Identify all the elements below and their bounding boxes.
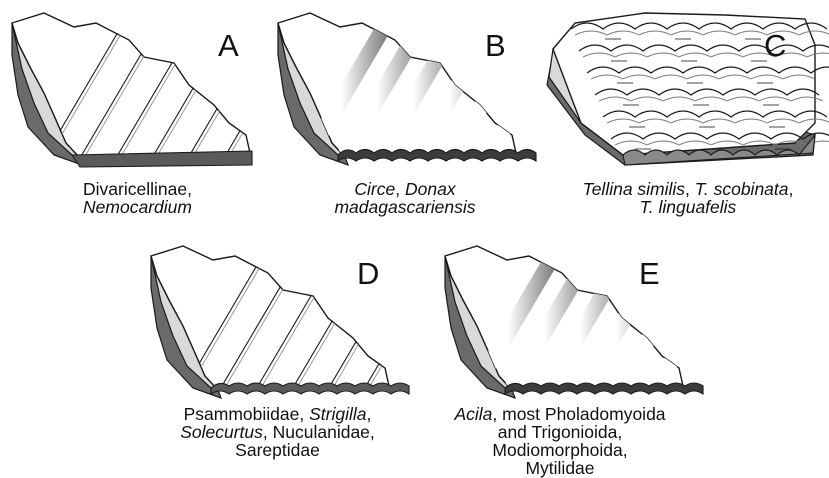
caption-text: and Trigonioida, bbox=[498, 422, 623, 442]
caption-line: Nemocardium bbox=[0, 198, 275, 216]
caption-line: Tellina similis, T. scobinata, bbox=[548, 180, 828, 198]
caption-line: and Trigonioida, bbox=[415, 423, 705, 441]
shell-margin-edge bbox=[505, 383, 703, 394]
caption-line: Circe, Donax bbox=[270, 180, 540, 198]
caption-line: Acila, most Pholadomyoida bbox=[415, 405, 705, 423]
caption-text: Psammobiidae, bbox=[184, 404, 309, 424]
panel-c-caption: Tellina similis, T. scobinata,T. linguaf… bbox=[548, 180, 828, 216]
caption-line: Sareptidae bbox=[140, 441, 415, 459]
taxon-name-italic: T. linguafelis bbox=[640, 197, 737, 217]
taxon-name-italic: Donax bbox=[405, 179, 456, 199]
panel-b-letter: B bbox=[485, 30, 506, 61]
caption-line: madagascariensis bbox=[270, 198, 540, 216]
panel-e-letter: E bbox=[639, 258, 660, 289]
panel-d-caption: Psammobiidae, Strigilla,Solecurtus, Nucu… bbox=[140, 405, 415, 459]
taxon-name-italic: Solecurtus bbox=[180, 422, 263, 442]
caption-text: , bbox=[395, 179, 405, 199]
taxon-name-italic: Circe bbox=[354, 179, 395, 199]
taxon-name-italic: Acila bbox=[454, 404, 492, 424]
shell-margin-edge bbox=[211, 383, 409, 394]
taxon-name-italic: Strigilla bbox=[309, 404, 366, 424]
caption-line: Psammobiidae, Strigilla, bbox=[140, 405, 415, 423]
caption-text: Sareptidae bbox=[235, 440, 320, 460]
panel-d-letter: D bbox=[357, 258, 379, 289]
caption-text: Mytilidae bbox=[525, 458, 594, 478]
rib-groove bbox=[671, 238, 789, 408]
caption-text: , Nuculanidae, bbox=[263, 422, 375, 442]
caption-line: Mytilidae bbox=[415, 459, 705, 477]
taxon-name-italic: madagascariensis bbox=[334, 197, 475, 217]
taxon-name-italic: T. scobinata bbox=[695, 179, 789, 199]
panel-c-letter: C bbox=[764, 30, 786, 61]
panel-e-sketch bbox=[437, 238, 707, 408]
caption-text: , bbox=[789, 179, 794, 199]
caption-line: Divaricellinae, bbox=[0, 180, 275, 198]
taxon-name-italic: Tellina similis bbox=[583, 179, 685, 199]
caption-text: , most Pholadomyoida bbox=[492, 404, 665, 424]
caption-text: , bbox=[367, 404, 372, 424]
caption-line: Solecurtus, Nuculanidae, bbox=[140, 423, 415, 441]
caption-text: , bbox=[685, 179, 695, 199]
panel-a-letter: A bbox=[218, 30, 239, 61]
taxon-name-italic: Nemocardium bbox=[83, 197, 192, 217]
caption-line: T. linguafelis bbox=[548, 198, 828, 216]
panel-a-caption: Divaricellinae,Nemocardium bbox=[0, 180, 275, 216]
shell-margin-edge bbox=[338, 150, 536, 162]
caption-line: Modiomorphoida, bbox=[415, 441, 705, 459]
caption-text: Modiomorphoida, bbox=[492, 440, 627, 460]
caption-text: Divaricellinae, bbox=[83, 179, 192, 199]
